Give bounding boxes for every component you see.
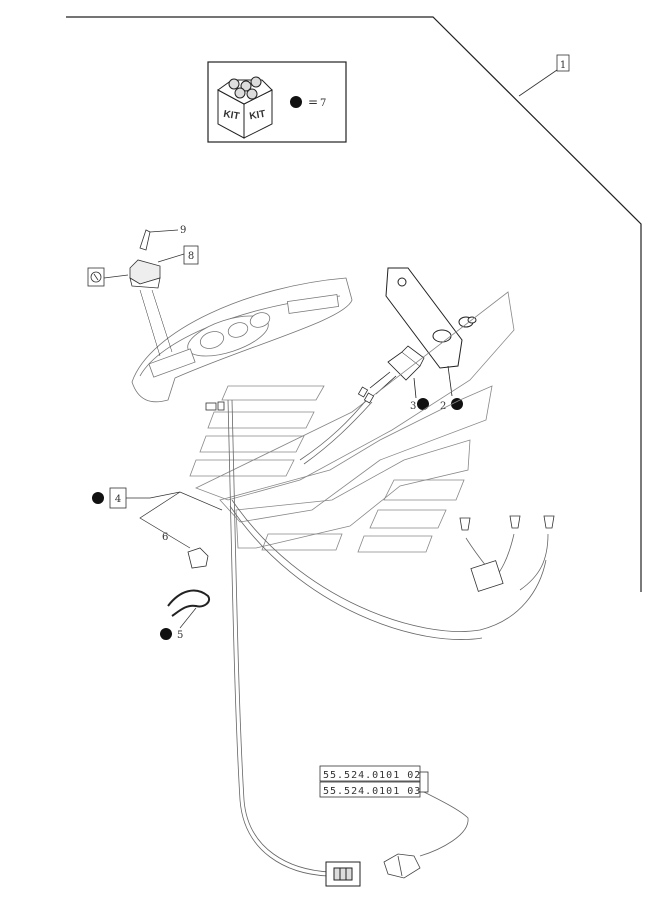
- dashboard-panel: [131, 277, 353, 403]
- kit-box-icon: [217, 76, 273, 139]
- cable-tie-part: 5: [160, 589, 210, 641]
- callout-1: 1: [518, 54, 570, 97]
- kit-ref: 7: [320, 98, 326, 109]
- harness-connectors: [459, 515, 555, 592]
- fuse-blocks: [205, 386, 375, 411]
- callout-2-bullet-icon: [451, 398, 463, 410]
- callout-4-bullet-icon: [92, 492, 104, 504]
- kit-box: KIT KIT = 7: [207, 61, 347, 143]
- callout-4: 4: [92, 487, 223, 549]
- reference-codes: 55.524.0101 02 55.524.0101 03: [319, 765, 429, 798]
- wires: [227, 397, 549, 877]
- callout-1-label: 1: [560, 60, 566, 71]
- kit-label-left: KIT: [223, 109, 241, 123]
- callout-4-label: 4: [115, 494, 121, 505]
- callout-3-label: 3: [410, 401, 416, 412]
- bottom-connector: [325, 861, 361, 887]
- callout-8-label: 8: [188, 251, 194, 262]
- rocker-switch-part: 8: [103, 245, 199, 289]
- callout-6-label: 6: [162, 532, 168, 543]
- harness-outline: [189, 291, 515, 553]
- callout-5-label: 5: [177, 630, 183, 641]
- callout-2-label: 2: [440, 401, 446, 412]
- knob-part: 9: [139, 225, 186, 251]
- bracket-plate: [385, 267, 477, 369]
- bottom-plug: [383, 853, 421, 879]
- kit-equals: =: [308, 95, 318, 109]
- ref-code-a: 55.524.0101 02: [323, 770, 421, 781]
- callout-5-bullet-icon: [160, 628, 172, 640]
- callout-8-box: [183, 245, 199, 265]
- relay-part: 6: [162, 532, 209, 569]
- ref-code-b: 55.524.0101 03: [323, 786, 421, 797]
- kit-label-right: KIT: [249, 109, 267, 123]
- frame-border: [66, 16, 642, 592]
- switch-symbol-icon: [87, 267, 105, 287]
- callout-3-bullet-icon: [417, 398, 429, 410]
- callout-9-label: 9: [180, 225, 186, 236]
- kit-bullet-icon: [290, 96, 302, 108]
